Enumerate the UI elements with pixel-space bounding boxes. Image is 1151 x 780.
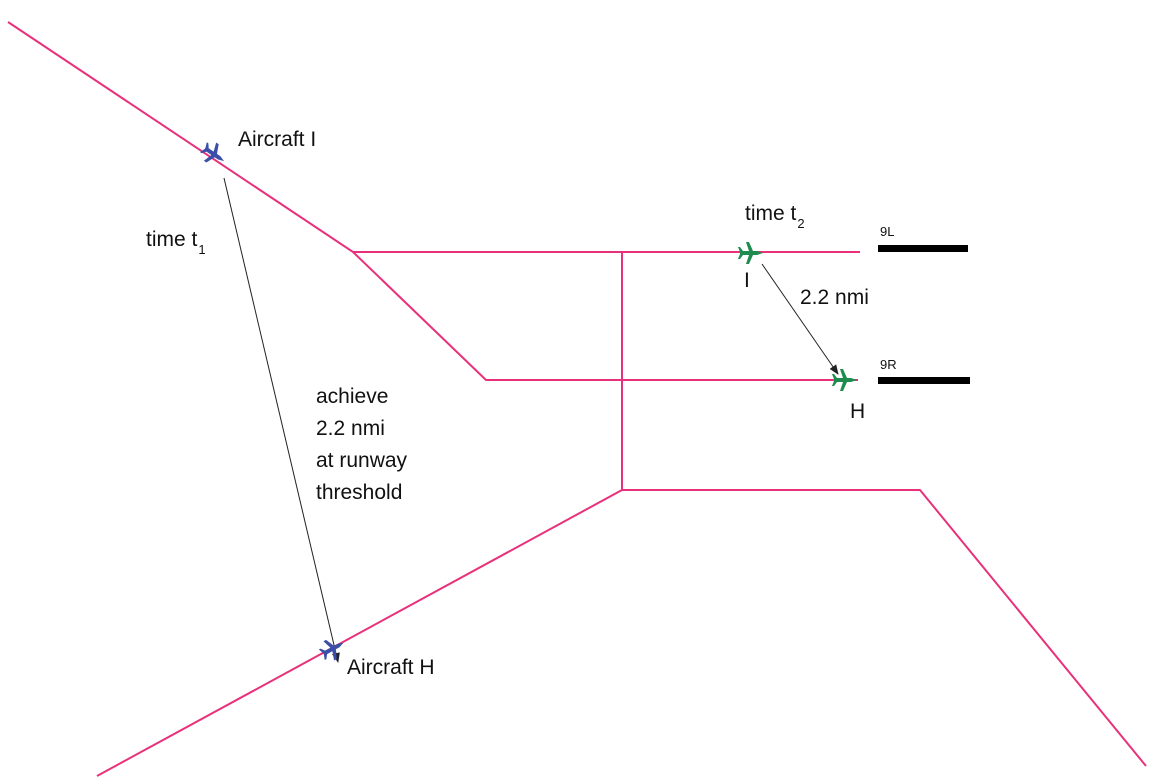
runway-9l: [878, 245, 968, 252]
route-lower-approach: [352, 251, 858, 381]
aircraft-h-label: Aircraft H: [347, 656, 435, 679]
separation-label: 2.2 nmi: [800, 286, 869, 309]
runway-9r: [878, 377, 970, 384]
goal-line-1: achieve: [316, 385, 388, 408]
routes: [7, 21, 1147, 777]
goal-line-3: at runway: [316, 449, 408, 472]
runway-9l-label: 9L: [880, 224, 894, 239]
airplane-icon: [197, 138, 231, 171]
green-i-label: I: [744, 269, 750, 292]
runways: 9L 9R: [878, 224, 970, 384]
green-h-label: H: [850, 400, 865, 423]
time-t1-label: time t1: [146, 228, 206, 257]
time-t2-label: time t2: [745, 202, 805, 231]
aircraft-i-label: Aircraft I: [238, 128, 316, 151]
time-t2-subscript: 2: [797, 216, 804, 231]
time-t1-prefix: time t: [146, 228, 198, 251]
goal-line-2: 2.2 nmi: [316, 417, 385, 440]
time-t1-subscript: 1: [198, 242, 205, 257]
labels: Aircraft I Aircraft H time t1 time t2 I …: [146, 128, 869, 679]
route-south-approach: [96, 489, 1147, 777]
arrow-separation: [761, 263, 839, 375]
airplane-icon: [832, 369, 857, 391]
time-t2-prefix: time t: [745, 202, 797, 225]
route-upper-approach: [7, 21, 860, 253]
airplane-icon: [738, 242, 763, 264]
runway-9r-label: 9R: [880, 357, 897, 372]
goal-line-4: threshold: [316, 481, 402, 504]
arrows: [223, 177, 839, 663]
arrow-time-progression: [223, 177, 340, 663]
